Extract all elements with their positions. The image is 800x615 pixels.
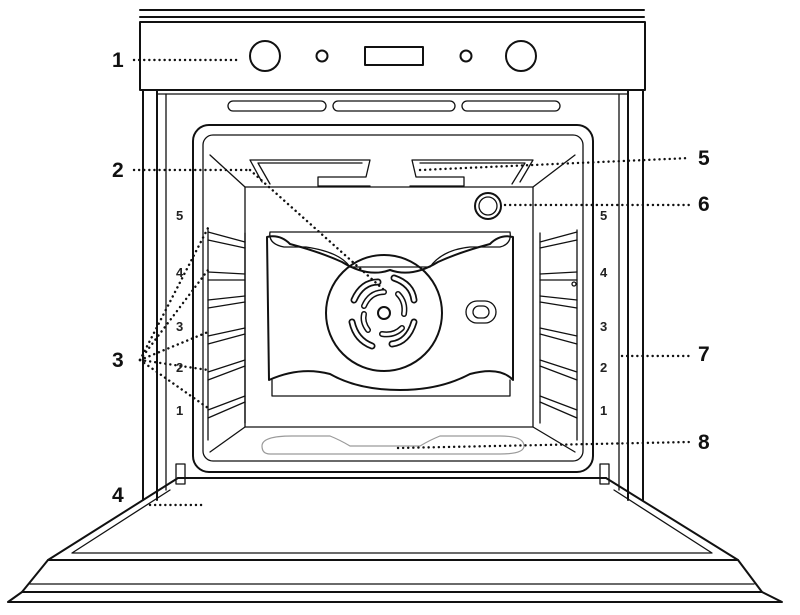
left-shelf-level-5: 5 (176, 208, 184, 223)
right-shelf-level-2: 2 (600, 360, 608, 375)
callout-5: 5 (698, 147, 710, 170)
right-shelf-level-1: 1 (600, 403, 608, 418)
left-shelf-level-3: 3 (176, 319, 184, 334)
callout-7: 7 (698, 343, 710, 366)
bottom-heating-element (261, 435, 525, 455)
right-shelf-level-5: 5 (600, 208, 608, 223)
door-hinges (175, 463, 610, 485)
right-knob (505, 40, 537, 72)
left-shelf-level-4: 4 (176, 265, 184, 280)
right-shelf-level-4: 4 (600, 265, 608, 280)
rear-fan-panel (266, 231, 514, 397)
right-indicator-light (459, 49, 473, 63)
left-shelf-level-2: 2 (176, 360, 184, 375)
oven-lamp (474, 192, 502, 220)
oven-door (7, 477, 783, 603)
oven-cavity (192, 124, 594, 473)
top-heating-element (249, 159, 534, 187)
oven-frame (142, 89, 644, 501)
left-shelf-level-1: 1 (176, 403, 184, 418)
leader-lines (132, 58, 692, 507)
callout-2: 2 (112, 159, 124, 182)
callout-1: 1 (112, 49, 124, 72)
left-knob (249, 40, 281, 72)
left-shelf-guides (207, 229, 246, 441)
air-vents (227, 100, 561, 112)
callout-4: 4 (112, 484, 124, 507)
callout-3: 3 (112, 349, 124, 372)
right-shelf-guides (539, 229, 578, 441)
top-trim (139, 9, 645, 18)
display (364, 46, 424, 66)
left-indicator-light (315, 49, 329, 63)
callout-6: 6 (698, 193, 710, 216)
right-shelf-level-3: 3 (600, 319, 608, 334)
callout-8: 8 (698, 431, 710, 454)
control-panel (139, 21, 646, 91)
